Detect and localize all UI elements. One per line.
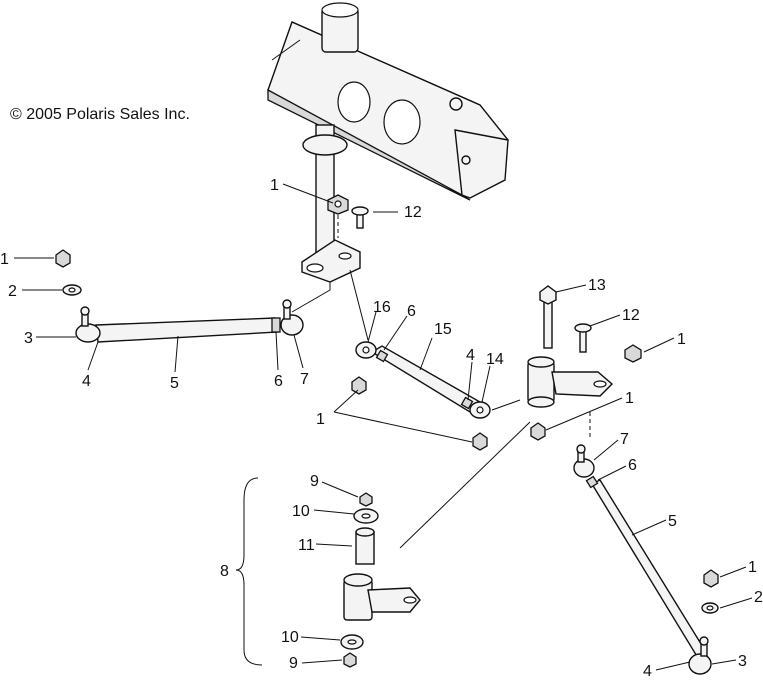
left-tie-rod-end-outer [75, 323, 101, 343]
callout-2-left-washer: 2 [8, 283, 17, 300]
callout-16: 16 [373, 299, 391, 316]
drag-link-nut-right [472, 432, 488, 451]
kit-washer-top [353, 508, 379, 524]
left-tie-rod-end-inner [280, 314, 304, 336]
callout-1-right-mid: 1 [625, 390, 634, 407]
kit-nut-bottom [343, 652, 357, 668]
idler-arm [527, 356, 614, 408]
callout-1-left-nut: 1 [0, 251, 9, 268]
idler-bolt [539, 285, 557, 349]
kit-nut-top [359, 492, 373, 507]
frame-opening-right [383, 99, 421, 145]
kit-bracket [235, 477, 263, 666]
callout-6-center: 6 [407, 303, 416, 320]
callout-9-bottom: 9 [289, 655, 298, 672]
kit-bushing [355, 527, 375, 565]
callout-12-right-bolt: 12 [622, 307, 640, 324]
kit-arm [343, 573, 421, 621]
left-tie-rod [75, 299, 304, 343]
callout-3-left-tie-rod-end: 3 [24, 330, 33, 347]
post-bolt [351, 206, 369, 229]
post-nut [327, 194, 349, 215]
callout-11: 11 [298, 537, 315, 554]
callout-10-top: 10 [292, 503, 310, 520]
drag-link [355, 341, 491, 419]
idler-nut-mid [530, 422, 546, 441]
callout-4-center: 4 [466, 347, 475, 364]
drag-link-nut-left [351, 376, 367, 395]
callout-4-right: 4 [643, 663, 652, 680]
callout-6-left-jam-nut: 6 [274, 373, 283, 390]
left-nut [55, 249, 71, 268]
callout-7-right: 7 [620, 431, 629, 448]
callout-1-post-nut: 1 [270, 177, 279, 194]
frame-opening-left [337, 81, 371, 123]
callout-8-kit: 8 [220, 563, 229, 580]
callout-1-center-nuts: 1 [316, 411, 325, 428]
callout-1-right-top: 1 [677, 331, 686, 348]
steering-post [301, 124, 361, 283]
copyright-text: © 2005 Polaris Sales Inc. [10, 106, 190, 123]
callout-2-right-washer: 2 [754, 589, 763, 606]
callout-3-right: 3 [738, 653, 747, 670]
callout-14: 14 [486, 351, 504, 368]
left-washer [62, 284, 82, 296]
frame-housing [267, 2, 509, 201]
callout-1-right-low: 1 [748, 559, 757, 576]
leader-lines [14, 183, 753, 671]
callout-7-left-rod-end: 7 [300, 371, 309, 388]
kit-washer-bottom [340, 634, 364, 650]
callout-4-left: 4 [82, 373, 91, 390]
left-jam-nut [271, 317, 281, 333]
callout-5-right-tie-rod: 5 [668, 513, 677, 530]
callout-12-post-bolt: 12 [404, 204, 422, 221]
callout-13-idler-bolt: 13 [588, 277, 606, 294]
right-washer [701, 602, 719, 614]
idler-nut-top [624, 344, 642, 363]
right-nut [703, 569, 719, 588]
right-tie-rod [573, 444, 712, 675]
callout-labels: 1 12 1 2 3 4 5 6 7 16 6 15 4 14 1 13 12 … [0, 177, 763, 680]
callout-9-top: 9 [310, 473, 319, 490]
idler-bolt-small [574, 323, 592, 353]
callout-5-left-tie-rod: 5 [170, 375, 179, 392]
callout-6-right: 6 [628, 457, 637, 474]
callout-15-drag-link: 15 [434, 321, 452, 338]
callout-10-bottom: 10 [281, 629, 299, 646]
